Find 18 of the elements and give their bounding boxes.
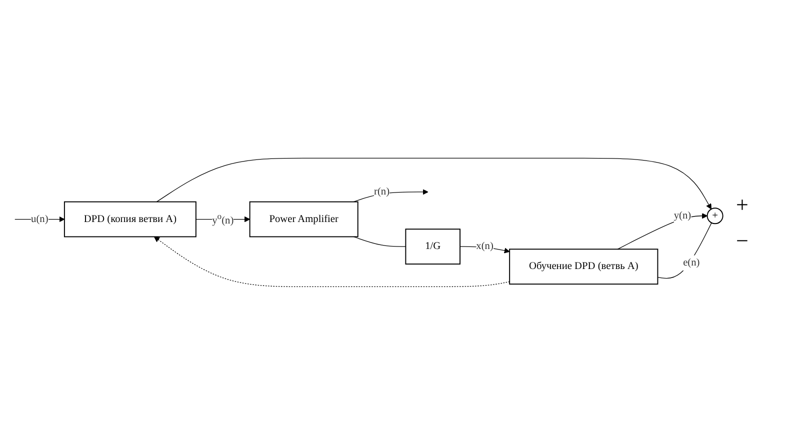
edge-label: y(n) — [674, 210, 692, 222]
node-circle: + — [706, 208, 724, 224]
connector — [353, 236, 406, 247]
edge-label: u(n) — [31, 214, 48, 225]
node-box: DPD (копия ветви A) — [64, 201, 196, 238]
arrow — [353, 189, 428, 202]
node-box: 1/G — [405, 228, 460, 265]
arrow — [156, 158, 712, 210]
arrow — [617, 213, 708, 250]
node-box: Power Amplifier — [249, 201, 358, 238]
edge-label: r(n) — [374, 186, 390, 198]
sign-label: − — [736, 228, 750, 254]
connector — [657, 222, 712, 279]
sign-label: + — [736, 192, 750, 218]
edge-label: x(n) — [476, 240, 494, 252]
edge-label: e(n) — [683, 257, 700, 268]
node-box: Обучение DPD (ветвь A) — [509, 248, 658, 285]
edge-label: y$^{o}$(n) — [212, 211, 234, 226]
